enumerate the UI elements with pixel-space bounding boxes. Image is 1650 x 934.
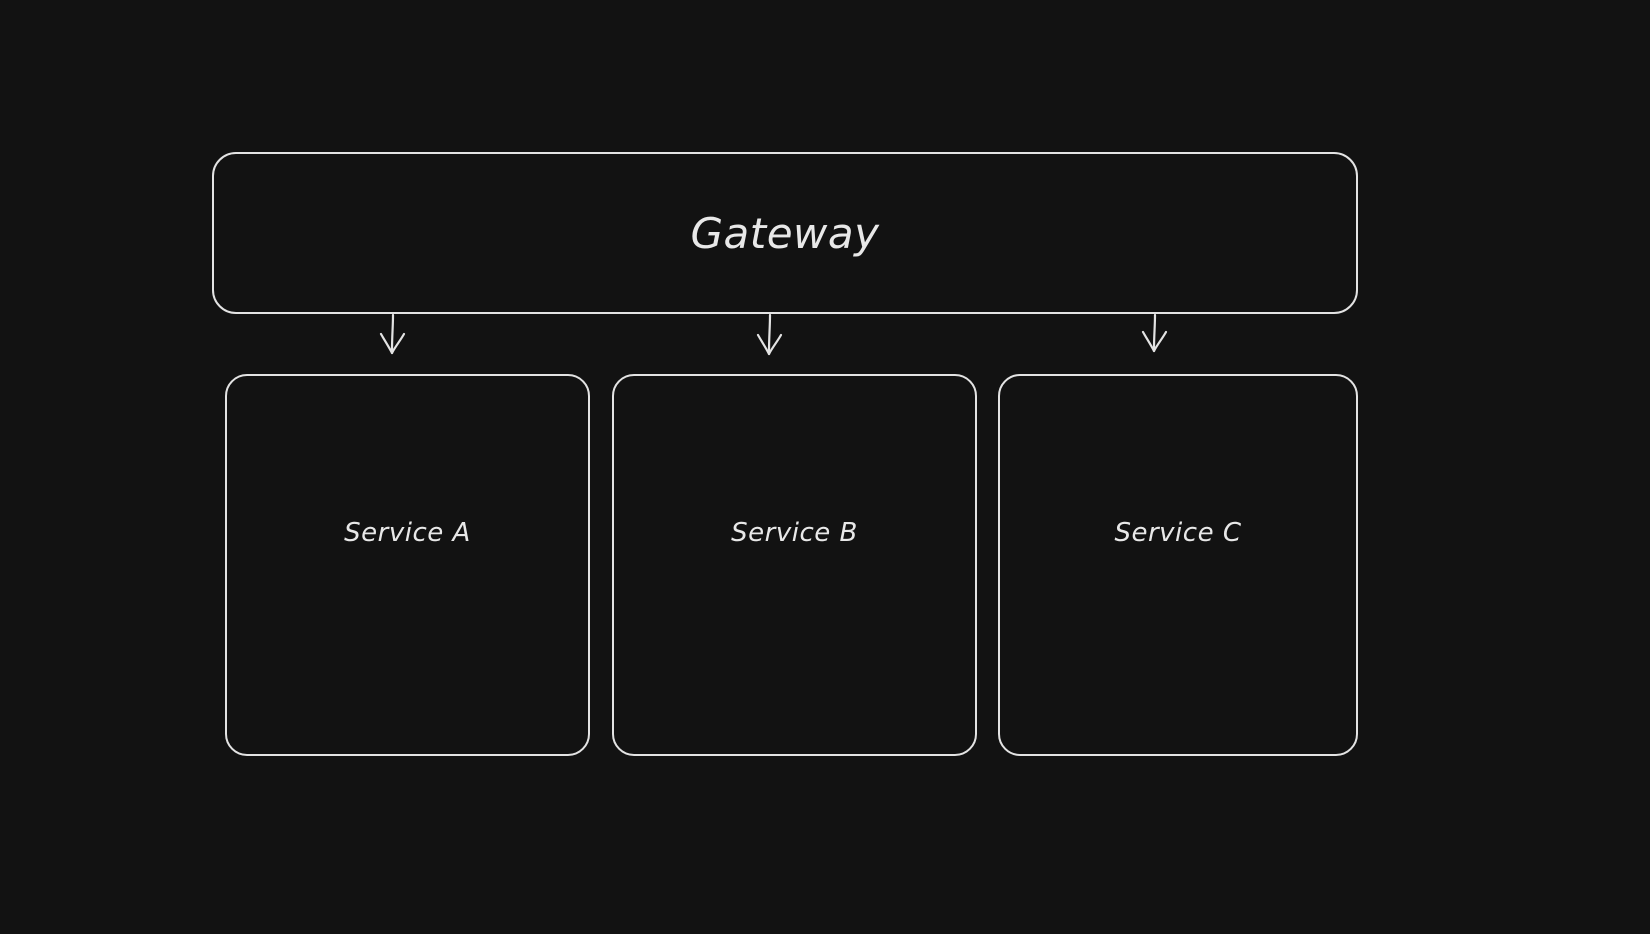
edge-gateway-service-a [379, 313, 406, 355]
edge-gateway-service-b [756, 313, 783, 356]
node-service-a-label: Service A [344, 518, 471, 548]
node-service-c[interactable]: Service C [998, 374, 1358, 756]
edge-gateway-service-c [1141, 313, 1168, 353]
node-service-b-label: Service B [731, 518, 858, 548]
node-service-c-label: Service C [1114, 518, 1242, 548]
node-gateway[interactable]: Gateway [212, 152, 1358, 314]
node-service-b[interactable]: Service B [612, 374, 977, 756]
node-service-a[interactable]: Service A [225, 374, 590, 756]
node-gateway-label: Gateway [690, 208, 880, 258]
